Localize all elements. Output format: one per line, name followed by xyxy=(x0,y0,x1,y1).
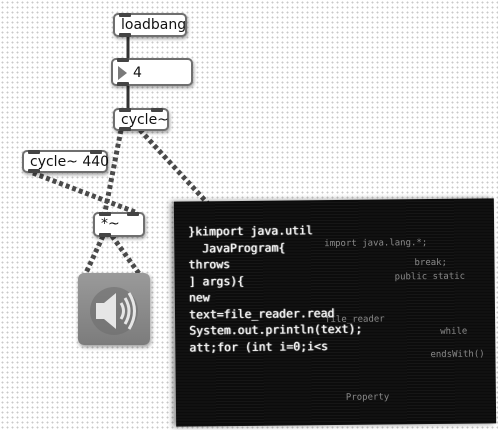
loadbang-label: loadbang xyxy=(121,17,187,33)
multiply-signal-object[interactable]: *~ xyxy=(93,212,145,237)
ghost-code-line: endsWith() xyxy=(430,349,485,361)
cycle-outlet[interactable] xyxy=(119,127,131,131)
multiply-inlet-left[interactable] xyxy=(99,212,111,216)
multiply-inlet-right[interactable] xyxy=(127,212,139,216)
code-line: ] args){ xyxy=(188,273,245,289)
cycle-440-object[interactable]: cycle~ 440 xyxy=(22,150,110,173)
code-line: }kimport java.util xyxy=(188,223,313,239)
patch-cord-multiply-dac-right[interactable] xyxy=(109,234,143,277)
code-line: att;for (int i=0;i<s xyxy=(189,338,328,355)
code-line: new xyxy=(188,290,210,305)
code-line: throws xyxy=(188,257,231,272)
cycle-440-outlet[interactable] xyxy=(28,169,40,173)
cycle-inlet-left[interactable] xyxy=(119,108,131,112)
cycle-object[interactable]: cycle~ xyxy=(113,108,169,131)
code-line: System.out.println(text); xyxy=(189,321,363,338)
ghost-code-line: Property xyxy=(345,392,390,403)
multiply-outlet[interactable] xyxy=(99,233,111,237)
number-box-outlet[interactable] xyxy=(117,82,129,86)
number-box-inlet[interactable] xyxy=(117,58,129,62)
ghost-code-line: break; xyxy=(414,257,448,269)
number-box[interactable]: 4 xyxy=(111,58,193,86)
code-line: JavaProgram{ xyxy=(188,240,286,256)
cycle-440-inlet-right[interactable] xyxy=(90,150,102,154)
triangle-right-icon xyxy=(118,66,127,80)
code-line: text=file_reader.read xyxy=(188,305,335,322)
number-box-value: 4 xyxy=(133,65,142,81)
loadbang-object[interactable]: loadbang xyxy=(113,13,187,37)
cycle-label: cycle~ xyxy=(121,112,169,128)
multiply-label: *~ xyxy=(101,216,120,232)
ghost-code-line: while xyxy=(440,326,468,337)
patch-cord-multiply-dac-left[interactable] xyxy=(82,234,106,277)
loadbang-outlet[interactable] xyxy=(119,33,131,37)
code-lines: }kimport java.util JavaProgram{ throws ]… xyxy=(188,222,362,356)
patch-cord-cycle-to-code[interactable] xyxy=(138,128,214,210)
patch-cord-cycle440-multiply[interactable] xyxy=(32,170,136,215)
speaker-icon xyxy=(90,287,138,335)
cycle-440-label: cycle~ 440 xyxy=(30,154,110,170)
cycle-inlet-right[interactable] xyxy=(151,108,163,112)
loadbang-inlet[interactable] xyxy=(119,13,131,17)
cycle-440-inlet-left[interactable] xyxy=(28,150,40,154)
patch-cord-cycle-multiply-left[interactable] xyxy=(102,129,124,213)
java-code-overlay: import java.lang.*; public static break;… xyxy=(173,198,497,427)
ezdac-speaker-object[interactable] xyxy=(78,273,150,345)
